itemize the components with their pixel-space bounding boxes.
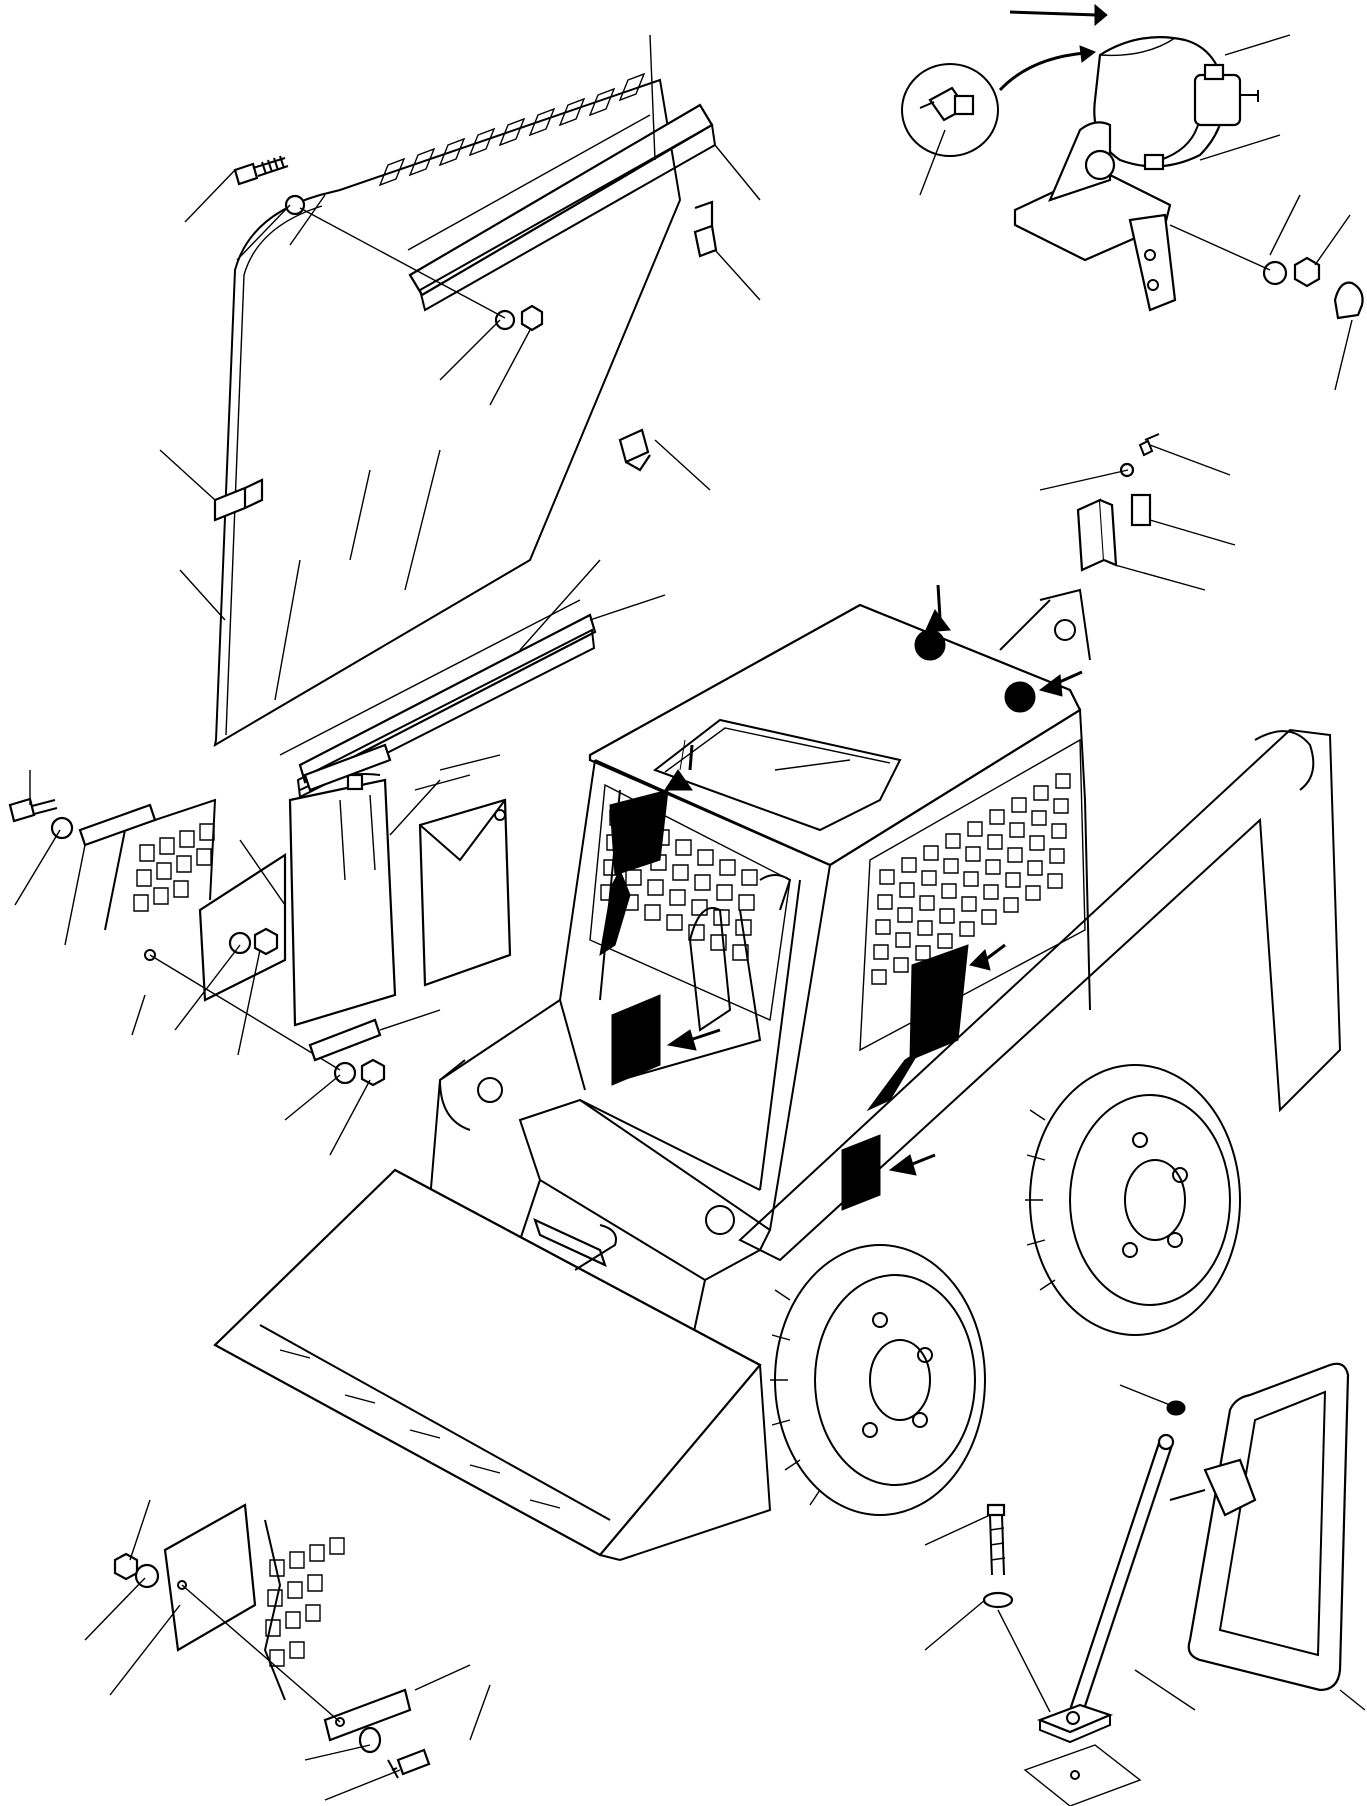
decal-markers (599, 789, 969, 1211)
window-clip-left (213, 478, 264, 522)
mirror-arm (1068, 1400, 1186, 1717)
left-cover-plate (198, 852, 287, 1002)
loader-wheel-front (770, 1244, 986, 1516)
plate-washer (228, 931, 252, 955)
beacon-solenoid (1143, 63, 1259, 171)
left-bolt (8, 797, 58, 823)
mirror-base-mounting-area (1023, 1744, 1142, 1806)
upper-window-channel (407, 103, 717, 312)
left-washer (50, 816, 74, 840)
window-bolt-top (233, 155, 289, 186)
washer-top (284, 194, 306, 216)
beacon-lamp (1093, 36, 1227, 168)
bottom-bushing (358, 1726, 382, 1754)
arrow-icon (664, 3, 1108, 1176)
washer-channel (494, 309, 516, 331)
loader-bucket (213, 1168, 772, 1561)
bottom-nut (113, 1552, 139, 1581)
bottom-screw (387, 1748, 431, 1779)
beacon-mount-bracket (1013, 121, 1177, 312)
nut-beacon (1293, 256, 1321, 288)
nut-channel (520, 304, 544, 332)
lower-nut (360, 1058, 386, 1087)
loader-chassis (439, 1059, 772, 1351)
bottom-cover-plate (163, 1503, 257, 1652)
mirror-washer (982, 1591, 1014, 1609)
case-mount-brackets (303, 743, 392, 1062)
bottom-strip-plate (323, 1688, 412, 1742)
lower-washer (333, 1061, 357, 1085)
callout-leader-lines (14, 34, 1366, 1801)
loader-wheel-rear (1025, 1064, 1241, 1336)
roof-lamps (914, 629, 1036, 713)
document-pouch (418, 798, 512, 987)
mirror-bolt (986, 1503, 1006, 1576)
acorn-nut (1333, 281, 1364, 320)
lower-window-channel (279, 599, 597, 799)
window-clip-right (618, 428, 651, 472)
left-side-plate-grille (104, 798, 217, 961)
operator-manual-case (288, 773, 397, 1027)
bottom-side-plate-grille (263, 1519, 345, 1701)
mirror-base (1036, 1703, 1114, 1744)
washer-beacon (1262, 260, 1288, 286)
cab-side-grille (859, 738, 1086, 1052)
plate-nut (253, 927, 279, 956)
rear-view-mirror (1169, 1362, 1350, 1692)
small-mount-bracket (1076, 433, 1160, 572)
connector-detail-callout (901, 63, 999, 157)
window-grille-teeth (378, 72, 646, 187)
cab-seat-and-controls (619, 874, 792, 1081)
window-clip-top (693, 200, 718, 258)
left-strip-plate (78, 803, 157, 847)
